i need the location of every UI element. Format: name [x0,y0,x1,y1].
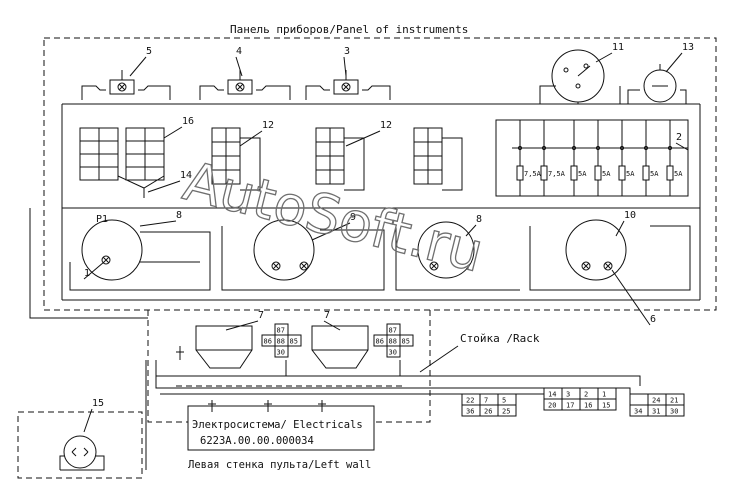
gauge-11 [539,49,621,104]
gauge-p1: P1 [69,214,211,291]
callout-number: 6 [650,314,656,325]
connector-pin: 36 [466,408,474,416]
fuse [666,165,674,181]
relay-contact-table: 87 86 88 85 30 [373,323,414,358]
fuse [516,165,524,181]
connector-pin: 3 [566,391,570,399]
fuse [618,165,626,181]
relay-contact: 87 [277,327,285,335]
callout-number: 2 [676,132,682,143]
left-wall-label: Левая стенка пульта/Left wall [188,459,371,471]
lamp-4 [199,70,291,100]
connector-pin: 2 [584,391,588,399]
callout-number: 12 [262,120,274,131]
connector-pin: 30 [670,408,678,416]
callout-number: 11 [612,42,624,53]
connector-pin: 17 [566,402,574,410]
callout-number: 1 [84,268,90,279]
electricals-box [187,405,375,451]
gauge-13 [627,64,687,104]
switch-block-12a [211,127,261,191]
connector-pin: 21 [670,397,678,405]
connector-pin: 24 [652,397,660,405]
fuse-rating: 5A [650,170,659,178]
connector-pin: 16 [584,402,592,410]
left-wall-enclosure [17,411,143,479]
fuse-rating: 5A [602,170,611,178]
switch-block-12b [315,127,365,191]
lamp-3 [305,70,391,100]
relay-7b [311,325,369,369]
relay-contact: 85 [402,338,410,346]
relay-contact: 86 [376,338,384,346]
svg-text:P1: P1 [96,214,108,225]
callout-number: 14 [180,170,192,181]
left-wall-gauge-15 [59,435,105,471]
rack-label: Стойка /Rack [460,332,540,345]
fuse [540,165,548,181]
fuse-rating: 7,5A [524,170,542,178]
connector-pin: 34 [634,408,642,416]
callout-number: 9 [350,212,356,223]
fuse-rating: 5A [578,170,587,178]
connector-pin: 20 [548,402,556,410]
callout-number: 12 [380,120,392,131]
relay-7a [195,325,253,369]
callout-number: 16 [182,116,194,127]
panel-enclosure [43,37,717,311]
fuse-rating: 5A [674,170,683,178]
electricals-code: 6223A.00.00.000034 [200,435,314,447]
connector-pin: 7 [484,397,488,405]
callout-number: 4 [236,46,242,57]
relay-contact: 87 [389,327,397,335]
callout-number: 7 [258,310,264,321]
relay-contact: 85 [290,338,298,346]
connector-pin: 22 [466,397,474,405]
lamp-5 [81,70,171,100]
callout-number: 8 [176,210,182,221]
callout-number: 3 [344,46,350,57]
panel-title: Панель приборов/Panel of instruments [230,23,468,36]
fuse [642,165,650,181]
relay-contact: 88 [389,338,397,346]
fuse [570,165,578,181]
connector-pin: 26 [484,408,492,416]
connector-pin: 15 [602,402,610,410]
relay-contact: 86 [264,338,272,346]
connector-pin: 14 [548,391,556,399]
connector-block: 14 3 2 1 20 17 16 15 [543,387,617,411]
fuse-rating: 5A [626,170,635,178]
connector-pin: 25 [502,408,510,416]
gauge-9 [221,219,385,291]
switch-block-16 [79,127,165,198]
connector-block: 22 7 5 36 26 25 [461,393,517,417]
relay-contact: 30 [277,349,285,357]
relay-contact: 30 [389,349,397,357]
callout-number: 5 [146,46,152,57]
gauge-10 [529,219,691,291]
electricals-label: Электросистема/ Electricals [192,419,363,431]
relay-contact: 88 [277,338,285,346]
callout-number: 8 [476,214,482,225]
connector-pin: 31 [652,408,660,416]
relay-contact-table: 87 86 88 85 30 [261,323,302,358]
gauge-8b [395,221,520,291]
callout-number: 15 [92,398,104,409]
callout-number: 7 [324,310,330,321]
fuse-block-2: 7,5A 7,5A 5A 5A 5A 5A 5A [495,119,689,197]
switch-block-12c [413,127,463,191]
callout-number: 13 [682,42,694,53]
connector-pin: 1 [602,391,606,399]
fuse-rating: 7,5A [548,170,566,178]
callout-number: 10 [624,210,636,221]
fuse [594,165,602,181]
connector-pin: 5 [502,397,506,405]
connector-block: 24 21 34 31 30 [629,393,685,417]
